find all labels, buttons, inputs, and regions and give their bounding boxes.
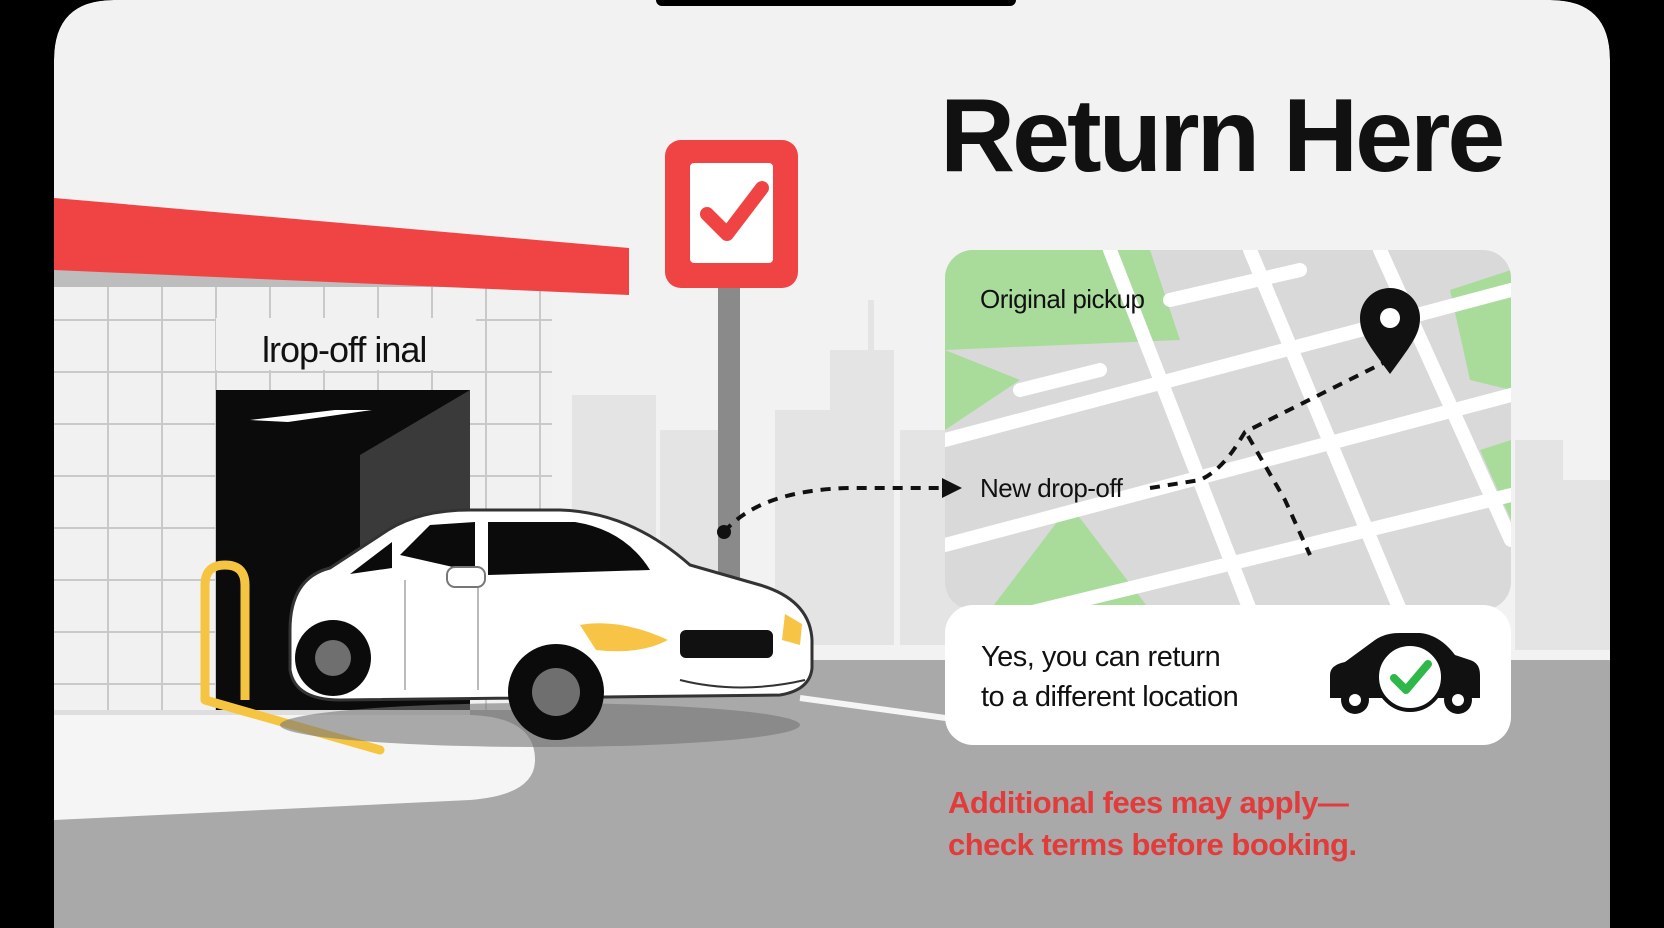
fees-notice: Additional fees may apply— check terms b… xyxy=(948,782,1357,866)
fees-notice-line-2: check terms before booking. xyxy=(948,827,1357,862)
info-card-text: Yes, you can return to a different locat… xyxy=(981,637,1239,717)
phone-notch xyxy=(656,0,1016,6)
headline: Return Here xyxy=(940,78,1505,194)
signpost xyxy=(665,140,798,590)
info-line-2: to a different location xyxy=(981,681,1239,713)
building-sign-text: lrop-off inal xyxy=(262,329,427,370)
checkmark-icon xyxy=(700,181,769,241)
map-label-new-dropoff: New drop-off xyxy=(980,473,1123,503)
info-line-1: Yes, you can return xyxy=(981,641,1221,673)
arrow-head xyxy=(942,478,962,498)
info-card xyxy=(945,605,1511,745)
map-pin-icon xyxy=(1360,288,1420,374)
white-car xyxy=(280,508,814,747)
car-check-icon xyxy=(1330,633,1480,714)
map-label-original-pickup: Original pickup xyxy=(980,284,1145,314)
garage-light xyxy=(250,410,372,422)
route-connector xyxy=(722,486,945,534)
fees-notice-line-1: Additional fees may apply— xyxy=(948,785,1349,820)
lane-marking xyxy=(799,695,961,723)
route-map xyxy=(945,250,1511,610)
